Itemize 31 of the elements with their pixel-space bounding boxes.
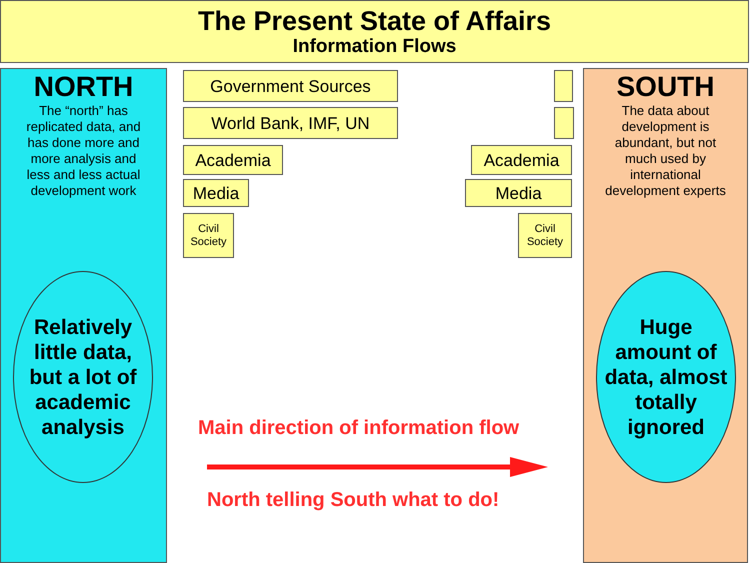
flow-caption: North telling South what to do! bbox=[207, 489, 500, 512]
region-panel bbox=[0, 68, 167, 563]
region-heading: SOUTH bbox=[616, 71, 714, 103]
region-description: The “north” has replicated data, and has done more and more analysis and less and less actual development work bbox=[25, 103, 142, 199]
title-banner bbox=[0, 0, 749, 63]
source-box bbox=[183, 213, 234, 258]
title: The Present State of Affairs bbox=[198, 6, 552, 36]
source-box bbox=[465, 179, 572, 207]
region-description: The data about development is abundant, but not much used by international development experts bbox=[604, 103, 727, 199]
source-label: Academia bbox=[484, 150, 560, 170]
region-panel bbox=[583, 68, 748, 563]
source-box bbox=[183, 179, 249, 207]
source-label: World Bank, IMF, UN bbox=[211, 114, 370, 132]
summary-text: Relatively little data, but a lot of academic analysis bbox=[28, 314, 138, 440]
region-heading: NORTH bbox=[34, 71, 134, 103]
source-label: Civil Society bbox=[526, 222, 564, 248]
empty-box bbox=[554, 107, 574, 139]
flow-caption: Main direction of information flow bbox=[198, 417, 520, 440]
source-box bbox=[471, 145, 572, 175]
source-label: Media bbox=[495, 184, 542, 202]
source-label: Academia bbox=[195, 150, 271, 170]
source-box bbox=[518, 213, 572, 258]
source-box bbox=[183, 70, 398, 102]
source-box bbox=[183, 107, 398, 139]
source-label: Media bbox=[192, 184, 240, 202]
source-box bbox=[183, 145, 283, 175]
source-label: Civil Society bbox=[189, 222, 228, 248]
empty-box bbox=[554, 70, 573, 102]
subtitle: Information Flows bbox=[292, 36, 456, 58]
source-label: Government Sources bbox=[210, 76, 371, 96]
summary-text: Huge amount of data, almost totally ignored bbox=[604, 314, 728, 440]
